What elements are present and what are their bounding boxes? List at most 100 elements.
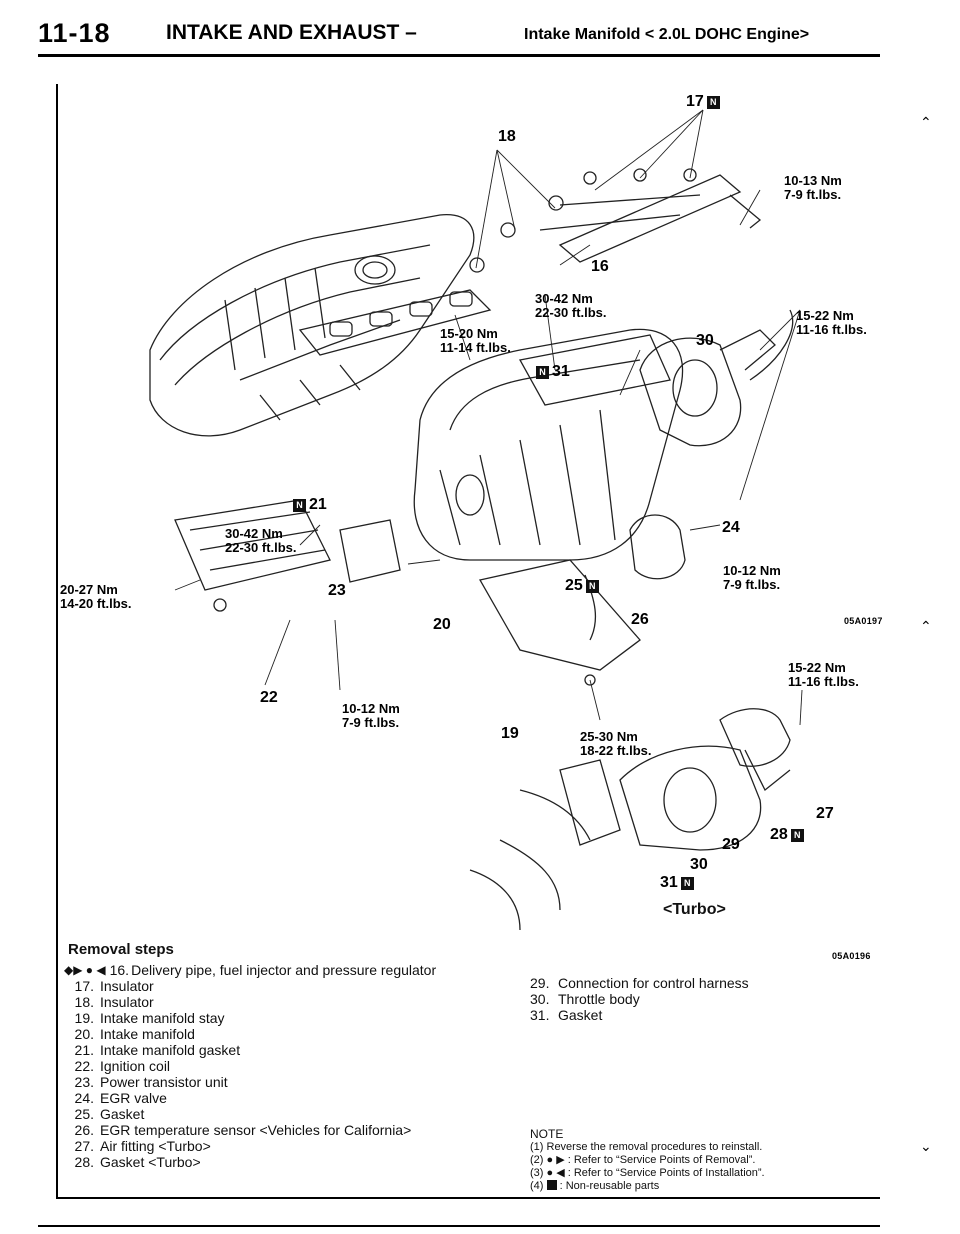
step-text: Throttle body bbox=[558, 991, 640, 1007]
part-label-27: 27 bbox=[816, 806, 834, 822]
figure-code-bottom: 05A0196 bbox=[832, 951, 871, 961]
torque-nm: 15-22 Nm bbox=[788, 660, 846, 675]
torque-nm: 10-12 Nm bbox=[723, 563, 781, 578]
new-part-icon: N bbox=[536, 366, 549, 379]
removal-steps-continued: 29. Connection for control harness 30. Thr… bbox=[530, 975, 860, 1023]
removal-step: 18. Insulator bbox=[68, 994, 438, 1010]
new-part-icon: N bbox=[680, 877, 694, 890]
margin-mark: ⌃ bbox=[920, 618, 932, 634]
part-label-16: 16 bbox=[591, 259, 609, 275]
part-number: 17 bbox=[686, 93, 704, 110]
step-number: 30. bbox=[530, 991, 550, 1007]
step-number: 20. bbox=[74, 1026, 94, 1042]
margin-mark: ⌃ bbox=[920, 114, 932, 130]
step-number: 18. bbox=[74, 994, 94, 1010]
removal-step: 26.EGR temperature sensor <Vehicles for … bbox=[68, 1122, 438, 1138]
note-text: Refer to “Service Points of Installation… bbox=[573, 1167, 765, 1179]
removal-steps: Removal steps ◆▶ ● ◀ 16. Delivery pipe, … bbox=[64, 941, 438, 1170]
part-number: 31 bbox=[552, 363, 570, 380]
step-text: Insulator bbox=[100, 978, 154, 994]
note-line: (4) : Non-reusable parts bbox=[530, 1180, 870, 1193]
removal-step: 17.Insulator bbox=[68, 978, 438, 994]
note-block: NOTE (1) Reverse the removal procedures … bbox=[530, 1128, 870, 1193]
step-text: Connection for control harness bbox=[558, 975, 749, 991]
part-label-29: 29 bbox=[722, 837, 740, 853]
note-prefix: (2) ● ▶ : bbox=[530, 1154, 571, 1166]
step-number: 24. bbox=[74, 1090, 94, 1106]
new-part-icon: N bbox=[585, 580, 599, 593]
turbo-caption: <Turbo> bbox=[663, 901, 726, 918]
part-number: 26 bbox=[631, 611, 649, 628]
part-number: 27 bbox=[816, 805, 834, 822]
step-number: 29. bbox=[530, 975, 550, 991]
note-line: (1) Reverse the removal procedures to re… bbox=[530, 1141, 763, 1153]
step-number: 28. bbox=[74, 1154, 94, 1170]
step-text: Insulator bbox=[100, 994, 154, 1010]
torque-nm: 30-42 Nm bbox=[535, 291, 593, 306]
removal-step: ◆▶ ● ◀ 16. Delivery pipe, fuel injector … bbox=[64, 962, 438, 978]
removal-step: 19. Intake manifold stay bbox=[68, 1010, 438, 1026]
part-label-22: 22 bbox=[260, 690, 278, 706]
part-number: 24 bbox=[722, 519, 740, 536]
torque-nm: 30-42 Nm bbox=[225, 526, 283, 541]
delivery-pipe bbox=[469, 168, 762, 273]
step-text: Gasket bbox=[558, 1007, 603, 1023]
removal-step: 22.Ignition coil bbox=[68, 1058, 438, 1074]
torque-nm: 15-20 Nm bbox=[440, 326, 498, 341]
torque-ftlbs: 7-9 ft.lbs. bbox=[342, 715, 400, 730]
removal-step: 29. Connection for control harness bbox=[530, 975, 860, 991]
removal-step: 31. Gasket bbox=[530, 1007, 860, 1023]
step-text: Gasket <Turbo> bbox=[100, 1154, 201, 1170]
engine-cylinder-head bbox=[149, 214, 475, 437]
step-number: 31. bbox=[530, 1007, 550, 1023]
torque-ftlbs: 14-20 ft.lbs. bbox=[60, 596, 132, 611]
step-text: Air fitting <Turbo> bbox=[100, 1138, 211, 1154]
chapter-title: INTAKE AND EXHAUST – bbox=[166, 21, 417, 44]
new-part-icon: N bbox=[293, 499, 306, 512]
header-rule bbox=[38, 54, 880, 57]
page-number: 11-18 bbox=[38, 18, 111, 48]
left-margin-rule bbox=[56, 84, 58, 1197]
part-label-18: 18 bbox=[498, 129, 516, 145]
part-label-30-top: 30 bbox=[696, 333, 714, 349]
removal-step: 21.Intake manifold gasket bbox=[68, 1042, 438, 1058]
note-prefix: (3) ● ◀ : bbox=[530, 1167, 571, 1179]
removal-step: 28. Gasket <Turbo> bbox=[68, 1154, 438, 1170]
removal-step: 20.Intake manifold bbox=[68, 1026, 438, 1042]
intake-manifold-stay bbox=[478, 559, 641, 686]
part-label-23: 23 bbox=[328, 583, 346, 599]
torque-nm: 20-27 Nm bbox=[60, 582, 118, 597]
part-label-30-turbo: 30 bbox=[690, 857, 708, 873]
torque-ftlbs: 7-9 ft.lbs. bbox=[784, 187, 842, 202]
step-text: Intake manifold stay bbox=[100, 1010, 225, 1026]
part-label-24: 24 bbox=[722, 520, 740, 536]
bottom-rule bbox=[56, 1197, 880, 1199]
part-number: 18 bbox=[498, 128, 516, 145]
torque-ftlbs: 18-22 ft.lbs. bbox=[580, 743, 652, 758]
non-reusable-icon bbox=[546, 1180, 557, 1190]
step-text: Power transistor unit bbox=[100, 1074, 228, 1090]
torque-ftlbs: 22-30 ft.lbs. bbox=[535, 305, 607, 320]
step-number: 22. bbox=[74, 1058, 94, 1074]
part-label-19: 19 bbox=[501, 726, 519, 742]
removal-step: 25.Gasket bbox=[68, 1106, 438, 1122]
note-text: Refer to “Service Points of Removal”. bbox=[573, 1154, 756, 1166]
removal-steps-heading: Removal steps bbox=[68, 941, 174, 958]
throttle-body bbox=[639, 309, 794, 447]
new-part-icon: N bbox=[706, 96, 720, 109]
page-header: 11-18 INTAKE AND EXHAUST – Intake Manifo… bbox=[38, 14, 908, 54]
step-number: 19. bbox=[74, 1010, 94, 1026]
part-number: 20 bbox=[433, 616, 451, 633]
step-text: Intake manifold gasket bbox=[100, 1042, 241, 1058]
